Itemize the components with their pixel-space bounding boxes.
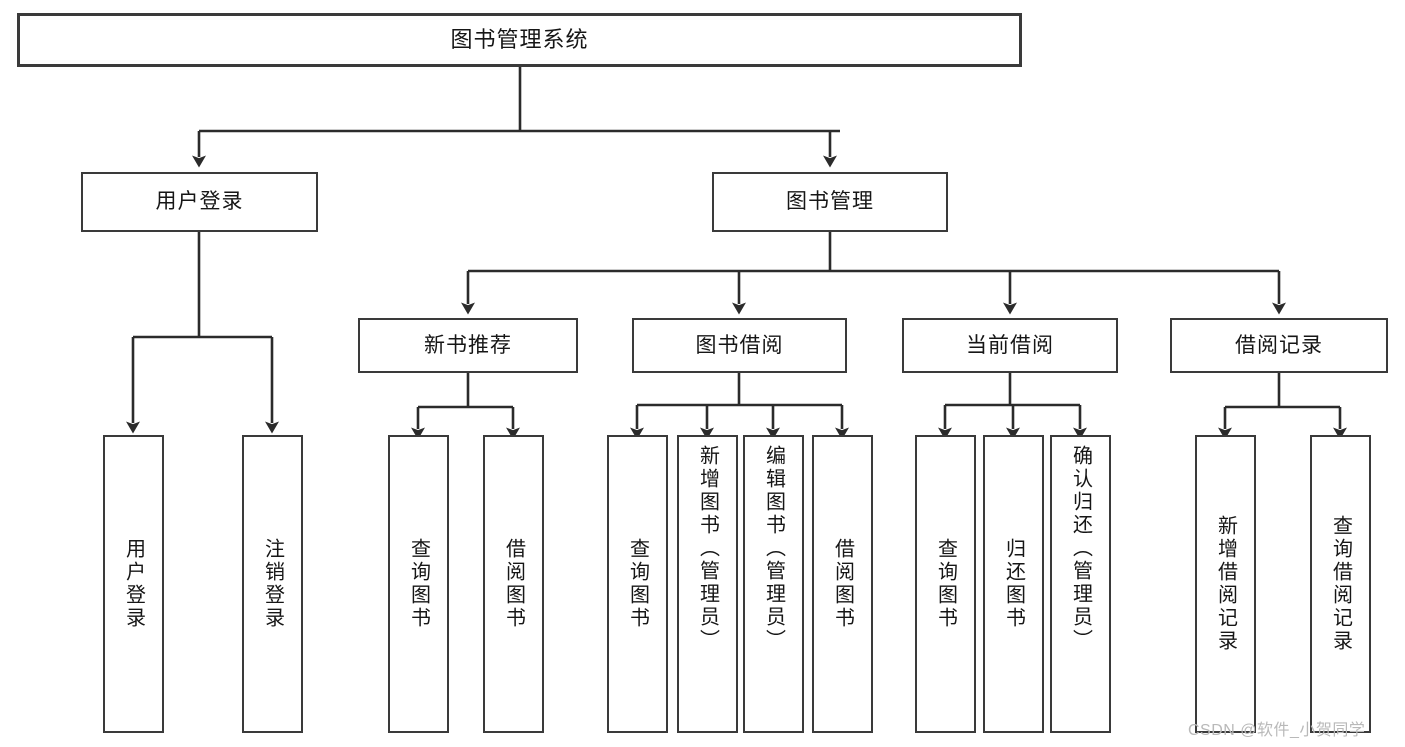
node-leaf-add-borrow-record-label: 新增借阅记录	[1214, 515, 1237, 653]
node-leaf-borrow-book-1[interactable]: 借阅图书	[483, 435, 544, 733]
node-leaf-logout-login[interactable]: 注销登录	[242, 435, 303, 733]
node-leaf-query-borrow-record-label: 查询借阅记录	[1329, 515, 1352, 653]
node-leaf-user-login[interactable]: 用户登录	[103, 435, 164, 733]
node-leaf-query-book-2[interactable]: 查询图书	[607, 435, 668, 733]
node-leaf-query-book-2-label: 查询图书	[626, 538, 649, 630]
node-leaf-query-book-1-label: 查询图书	[407, 538, 430, 630]
node-leaf-confirm-return[interactable]: 确认归还（管理员）	[1050, 435, 1111, 733]
watermark-text: CSDN @软件_小贺同学	[1188, 722, 1366, 739]
node-new-book-recommend[interactable]: 新书推荐	[358, 318, 578, 373]
node-leaf-add-book-label: 新增图书（管理员）	[696, 445, 719, 652]
node-leaf-add-book[interactable]: 新增图书（管理员）	[677, 435, 738, 733]
node-leaf-add-borrow-record[interactable]: 新增借阅记录	[1195, 435, 1256, 733]
node-root-book-management-system[interactable]: 图书管理系统	[17, 13, 1022, 67]
node-leaf-borrow-book-2[interactable]: 借阅图书	[812, 435, 873, 733]
node-leaf-query-book-3[interactable]: 查询图书	[915, 435, 976, 733]
node-leaf-borrow-book-2-label: 借阅图书	[831, 538, 854, 630]
node-new-book-recommend-label: 新书推荐	[424, 333, 512, 357]
node-leaf-user-login-label: 用户登录	[122, 538, 145, 630]
node-user-login-label: 用户登录	[155, 190, 244, 214]
node-leaf-query-book-3-label: 查询图书	[934, 538, 957, 630]
node-book-borrow-label: 图书借阅	[695, 333, 784, 357]
node-borrow-record-label: 借阅记录	[1235, 333, 1323, 357]
node-leaf-query-borrow-record[interactable]: 查询借阅记录	[1310, 435, 1371, 733]
node-leaf-confirm-return-label: 确认归还（管理员）	[1069, 445, 1092, 652]
node-leaf-return-book-label: 归还图书	[1002, 538, 1025, 630]
node-leaf-return-book[interactable]: 归还图书	[983, 435, 1044, 733]
node-user-login[interactable]: 用户登录	[81, 172, 318, 232]
node-leaf-edit-book[interactable]: 编辑图书（管理员）	[743, 435, 804, 733]
node-leaf-edit-book-label: 编辑图书（管理员）	[762, 445, 785, 652]
node-leaf-logout-login-label: 注销登录	[261, 538, 284, 630]
node-book-borrow[interactable]: 图书借阅	[632, 318, 847, 373]
node-book-management-label: 图书管理	[786, 190, 874, 214]
node-borrow-record[interactable]: 借阅记录	[1170, 318, 1388, 373]
node-leaf-borrow-book-1-label: 借阅图书	[502, 538, 525, 630]
node-leaf-query-book-1[interactable]: 查询图书	[388, 435, 449, 733]
node-current-borrow-label: 当前借阅	[966, 333, 1054, 357]
node-root-label: 图书管理系统	[450, 26, 589, 52]
node-current-borrow[interactable]: 当前借阅	[902, 318, 1118, 373]
node-book-management[interactable]: 图书管理	[712, 172, 948, 232]
